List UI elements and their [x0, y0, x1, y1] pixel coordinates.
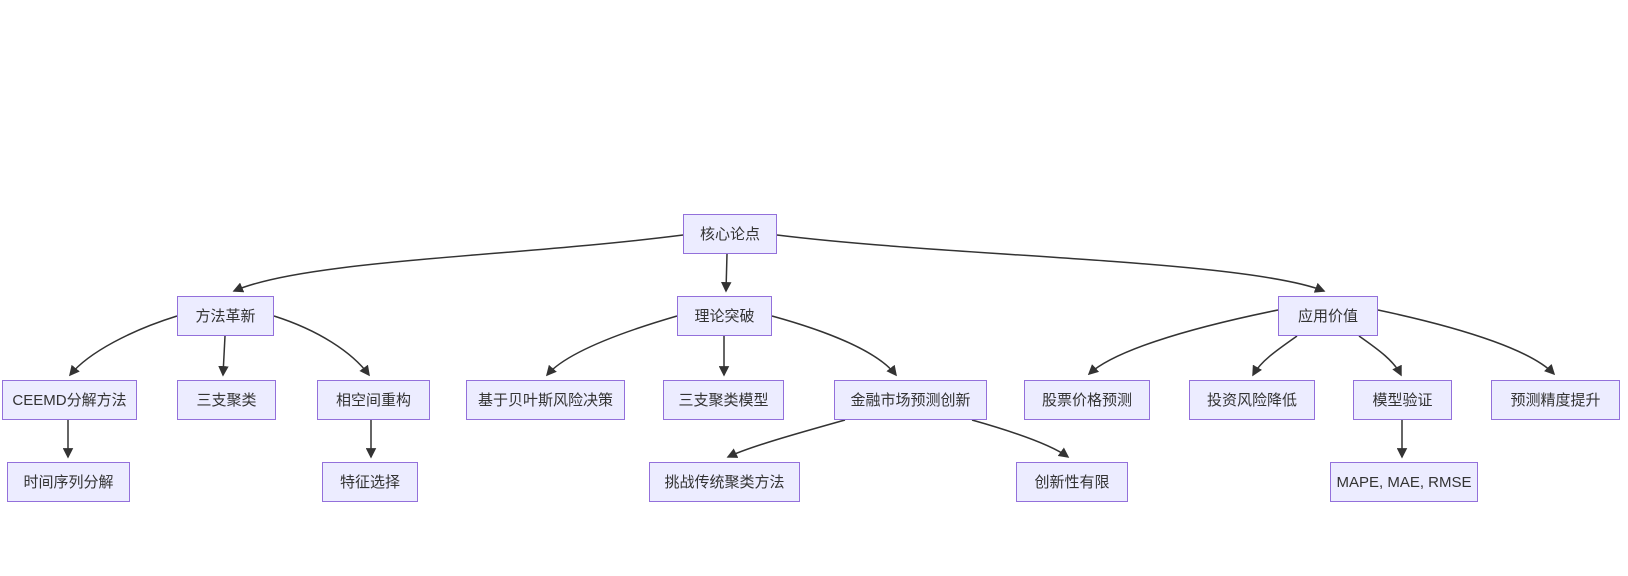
edge-application-validation: [1358, 335, 1402, 377]
node-phase-space-reconstruction: 相空间重构: [317, 380, 430, 420]
node-theory-breakthrough: 理论突破: [677, 296, 772, 336]
edge-application-risk: [1252, 335, 1298, 377]
edge-method-phasespace: [273, 315, 370, 377]
edge-core-application: [776, 234, 1326, 293]
edge-core-theory: [720, 253, 732, 293]
node-investment-risk-reduction: 投资风险降低: [1189, 380, 1315, 420]
node-feature-selection: 特征选择: [322, 462, 418, 502]
node-three-way-clustering: 三支聚类: [177, 380, 276, 420]
edge-core-method: [232, 234, 684, 293]
edge-method-threeway: [218, 335, 229, 377]
edge-finance-limited: [971, 419, 1070, 458]
node-method-innovation: 方法革新: [177, 296, 274, 336]
node-mape-mae-rmse: MAPE, MAE, RMSE: [1330, 462, 1478, 502]
node-time-series-decomposition: 时间序列分解: [7, 462, 130, 502]
edge-application-stock: [1087, 309, 1279, 376]
node-financial-market-forecast-innovation: 金融市场预测创新: [834, 380, 987, 420]
node-bayesian-risk-decision: 基于贝叶斯风险决策: [466, 380, 625, 420]
node-core-argument: 核心论点: [683, 214, 777, 254]
node-stock-price-forecast: 股票价格预测: [1024, 380, 1150, 420]
node-model-validation: 模型验证: [1353, 380, 1452, 420]
edge-application-precision: [1377, 309, 1556, 376]
node-application-value: 应用价值: [1278, 296, 1378, 336]
node-ceemd-decomposition: CEEMD分解方法: [2, 380, 137, 420]
edge-finance-challenge: [726, 419, 846, 458]
edge-theory-finance: [771, 315, 897, 377]
edge-method-ceemd: [68, 315, 178, 377]
node-forecast-precision-improvement: 预测精度提升: [1491, 380, 1620, 420]
edge-theory-bayes: [545, 315, 678, 377]
node-challenge-traditional-clustering: 挑战传统聚类方法: [649, 462, 800, 502]
node-limited-novelty: 创新性有限: [1016, 462, 1128, 502]
node-three-way-clustering-model: 三支聚类模型: [663, 380, 784, 420]
